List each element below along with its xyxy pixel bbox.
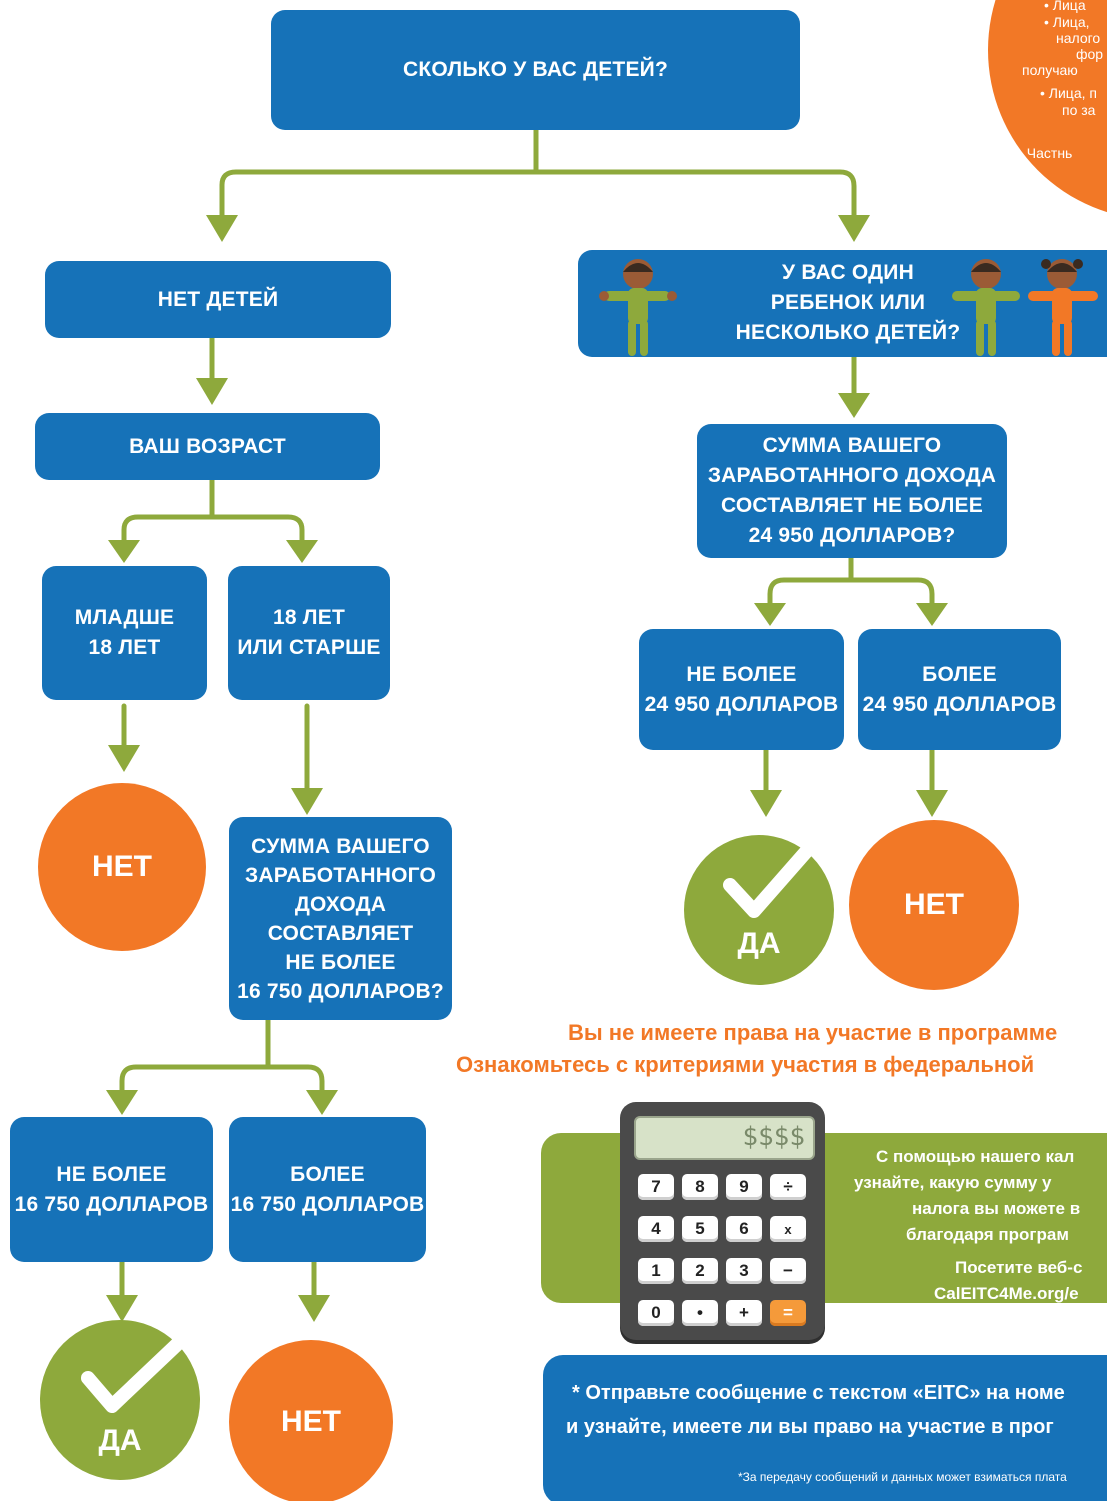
calc-key-1: 1 <box>638 1258 674 1284</box>
calc-key-8: 8 <box>682 1174 718 1200</box>
calc-key-plus: + <box>726 1300 762 1326</box>
income-16750-question-box: СУММА ВАШЕГО ЗАРАБОТАННОГО ДОХОДА СОСТАВ… <box>229 817 452 1020</box>
boy-green-icon <box>599 259 677 356</box>
over-18-box: 18 ЛЕТ ИЛИ СТАРШЕ <box>228 566 390 700</box>
calc-key-multiply: x <box>770 1216 806 1242</box>
calc-key-9: 9 <box>726 1174 762 1200</box>
calc-key-divide: ÷ <box>770 1174 806 1200</box>
not-more-16750-box: НЕ БОЛЕЕ 16 750 ДОЛЛАРОВ <box>10 1117 213 1262</box>
exclusion-line: • Лица, п <box>1040 85 1097 101</box>
under-18-box: МЛАДШЕ 18 ЛЕТ <box>42 566 207 700</box>
visit-text-line: Посетите веб-с <box>955 1258 1083 1277</box>
yes-label: ДА <box>98 1424 142 1457</box>
calc-key-3: 3 <box>726 1258 762 1284</box>
result-no-more16750: НЕТ <box>229 1340 393 1501</box>
checkmark-icon <box>723 835 831 918</box>
yes-label: ДА <box>737 927 781 960</box>
display-value: $$$$ <box>742 1122 805 1152</box>
calc-key-7: 7 <box>638 1174 674 1200</box>
calc-key-minus: − <box>770 1258 806 1284</box>
not-eligible-line1: Вы не имеете права на участие в программ… <box>568 1020 1058 1045</box>
calculator-display: $$$$ <box>634 1116 815 1160</box>
calc-key-4: 4 <box>638 1216 674 1242</box>
calc-key-6: 6 <box>726 1216 762 1242</box>
has-children-box: У ВАС ОДИН РЕБЕНОК ИЛИ НЕСКОЛЬКО ДЕТЕЙ? <box>578 250 1107 357</box>
sms-line1: * Отправьте сообщение с текстом «EITC» н… <box>572 1382 1065 1404</box>
exclusion-line: налого <box>1056 30 1101 46</box>
result-yes-24950: ДА <box>684 835 834 985</box>
visit-link[interactable]: CalEITC4Me.org/e <box>934 1284 1079 1303</box>
has-children-question: У ВАС ОДИН РЕБЕНОК ИЛИ НЕСКОЛЬКО ДЕТЕЙ? <box>735 261 961 344</box>
calc-key-0: 0 <box>638 1300 674 1326</box>
calculator-text-line: С помощью нашего кал <box>876 1147 1075 1166</box>
calc-key-dot: • <box>682 1300 718 1326</box>
exclusion-line: • Лица <box>1044 0 1086 13</box>
income-24950-question-box: СУММА ВАШЕГО ЗАРАБОТАННОГО ДОХОДА СОСТАВ… <box>697 424 1007 558</box>
sms-note: *За передачу сообщений и данных может вз… <box>738 1470 1067 1484</box>
boy-green-icon <box>952 259 1020 356</box>
result-yes-16750: ДА <box>40 1320 200 1480</box>
sms-line2: и узнайте, имеете ли вы право на участие… <box>566 1416 1054 1438</box>
girl-orange-icon <box>1028 259 1098 356</box>
your-age-box: ВАШ ВОЗРАСТ <box>35 413 380 480</box>
more-24950-box: БОЛЕЕ 24 950 ДОЛЛАРОВ <box>858 629 1061 750</box>
not-eligible-line2: Ознакомьтесь с критериями участия в феде… <box>456 1052 1035 1077</box>
exclusion-line: по за <box>1062 102 1096 118</box>
calc-key-5: 5 <box>682 1216 718 1242</box>
calculator-text-line: благодаря програм <box>906 1225 1069 1244</box>
calculator-text-line: узнайте, какую сумму у <box>854 1173 1052 1192</box>
more-16750-box: БОЛЕЕ 16 750 ДОЛЛАРОВ <box>229 1117 426 1262</box>
result-no-under18: НЕТ <box>38 783 206 951</box>
calculator-text-line: налога вы можете в <box>912 1199 1081 1218</box>
exclusion-line: • Лица, <box>1044 14 1090 30</box>
exclusion-line: • Частнь <box>1018 145 1073 161</box>
exclusion-line: фор <box>1076 46 1104 62</box>
children-illustration <box>599 259 1098 356</box>
sms-banner <box>543 1355 1107 1501</box>
exclusion-line: получаю <box>1022 62 1078 78</box>
exclusions-circle: • Лица • Лица, налого фор получаю • Лица… <box>988 0 1107 220</box>
calc-key-equals: = <box>770 1300 806 1326</box>
calculator-icon: $$$$ 7 8 9 ÷ 4 5 6 x 1 2 3 − 0 • + = <box>620 1102 825 1340</box>
checkmark-icon <box>81 1327 195 1413</box>
not-more-24950-box: НЕ БОЛЕЕ 24 950 ДОЛЛАРОВ <box>639 629 844 750</box>
result-no-more24950: НЕТ <box>849 820 1019 990</box>
calc-key-2: 2 <box>682 1258 718 1284</box>
question-children-box: СКОЛЬКО У ВАС ДЕТЕЙ? <box>271 10 800 130</box>
no-children-box: НЕТ ДЕТЕЙ <box>45 261 391 338</box>
